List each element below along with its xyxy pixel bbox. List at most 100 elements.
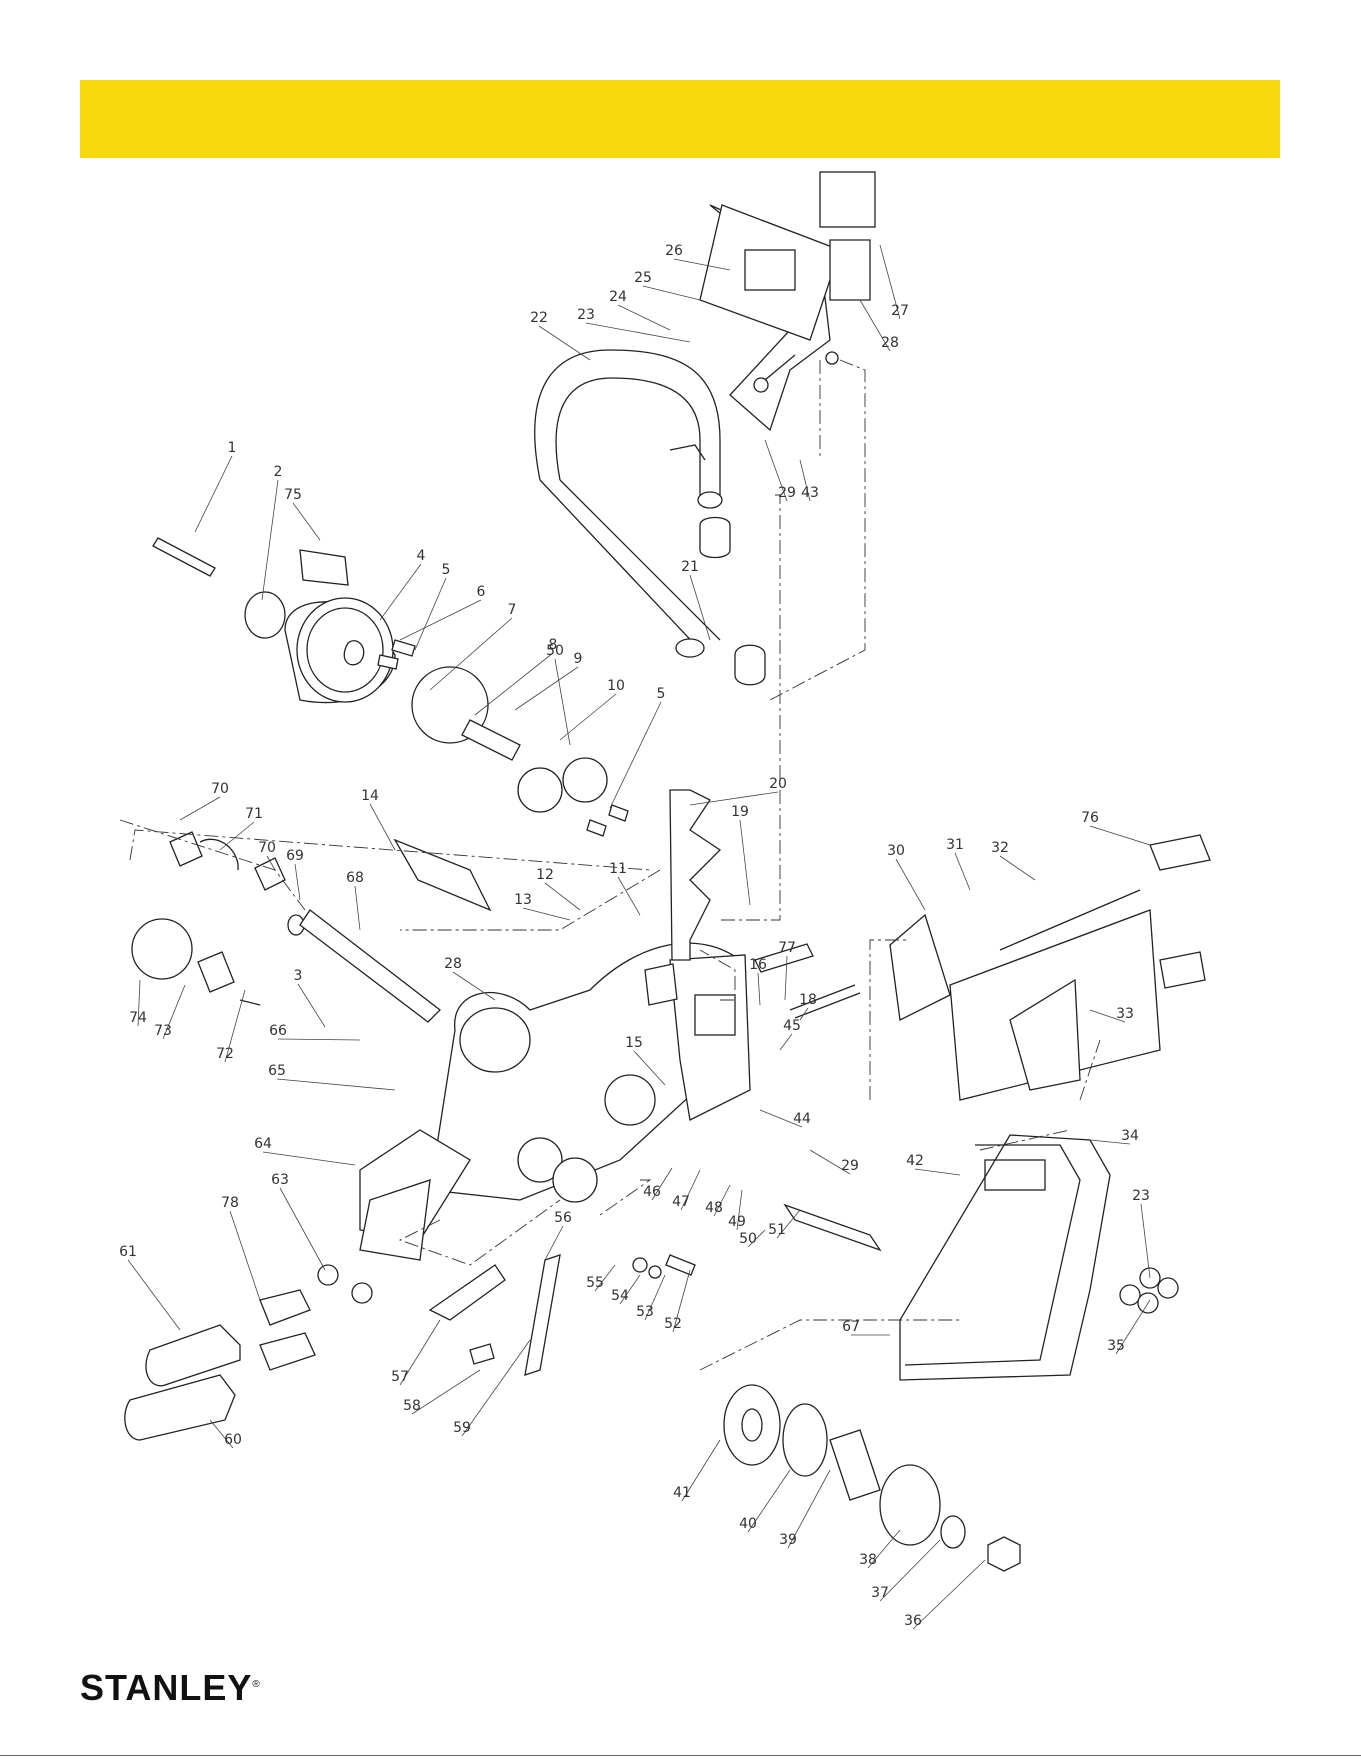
part-number-label: 28 (881, 335, 899, 351)
part-number-label: 12 (536, 867, 554, 883)
part-number-label: 42 (906, 1153, 924, 1169)
part-number-label: 65 (268, 1063, 286, 1079)
part-number-label: 66 (269, 1023, 287, 1039)
part-number-label: 58 (403, 1398, 421, 1414)
part-number-label: 77 (778, 940, 796, 956)
part-number-label: 49 (728, 1214, 746, 1230)
part-number-label: 67 (842, 1319, 860, 1335)
callout-leader-line (780, 1034, 792, 1050)
callout-leader-line (896, 859, 925, 910)
side-cover (900, 1135, 1178, 1380)
bottom-rule (0, 1755, 1361, 1756)
part-number-label: 53 (636, 1304, 654, 1320)
callout-leader-line (220, 822, 254, 850)
part-number-label: 13 (514, 892, 532, 908)
callout-leader-line (1090, 826, 1150, 845)
part-number-label: 9 (574, 651, 583, 667)
callout-leader-line (280, 1188, 325, 1270)
callout-leader-line (586, 323, 690, 342)
callout-leader-line (180, 797, 220, 820)
part-number-label: 10 (607, 678, 625, 694)
callout-leader-line (1141, 1204, 1150, 1278)
callout-leader-line (758, 973, 760, 1005)
part-number-label: 23 (577, 307, 595, 323)
callout-leader-line (955, 853, 970, 890)
part-number-label: 20 (769, 776, 787, 792)
callout-leader-line (523, 908, 570, 920)
callout-leader-line (262, 480, 278, 600)
callout-leader-line (412, 1370, 480, 1414)
part-number-label: 61 (119, 1244, 137, 1260)
part-number-label: 76 (1081, 810, 1099, 826)
callout-leader-line (293, 503, 320, 540)
callout-leader-line (545, 883, 580, 910)
part-number-label: 7 (508, 602, 517, 618)
part-number-label: 3 (294, 968, 303, 984)
rear-guard-assembly (700, 172, 875, 430)
callout-leader-line (370, 804, 395, 850)
part-number-label: 63 (271, 1172, 289, 1188)
callout-leader-line (263, 1152, 355, 1165)
part-number-label: 14 (361, 788, 379, 804)
chain-assembly (670, 790, 1210, 1100)
part-number-label: 44 (793, 1111, 811, 1127)
part-number-label: 57 (391, 1369, 409, 1385)
part-number-label: 39 (779, 1532, 797, 1548)
part-number-label: 19 (731, 804, 749, 820)
part-number-label: 27 (891, 303, 909, 319)
callout-leader-line (277, 1079, 395, 1090)
callout-leader-line (278, 1039, 360, 1040)
callout-leader-line (618, 305, 670, 330)
part-number-label: 45 (783, 1018, 801, 1034)
callout-leader-line (430, 618, 512, 690)
part-number-label: 69 (286, 848, 304, 864)
part-number-label: 40 (739, 1516, 757, 1532)
part-number-label: 75 (284, 487, 302, 503)
part-number-label: 34 (1121, 1128, 1139, 1144)
part-number-label: 50 (739, 1231, 757, 1247)
part-number-label: 30 (887, 843, 905, 859)
callout-leader-line (555, 659, 570, 745)
part-number-label: 1 (228, 440, 237, 456)
part-number-label: 59 (453, 1420, 471, 1436)
part-number-label: 47 (672, 1194, 690, 1210)
part-number-label: 35 (1107, 1338, 1125, 1354)
part-number-label: 22 (530, 310, 548, 326)
part-number-label: 70 (211, 781, 229, 797)
part-number-label: 50 (546, 643, 564, 659)
part-number-label: 16 (749, 957, 767, 973)
callout-leader-line (913, 1560, 985, 1629)
part-number-label: 21 (681, 559, 699, 575)
part-number-label: 73 (154, 1023, 172, 1039)
part-number-label: 54 (611, 1288, 629, 1304)
part-number-label: 4 (417, 548, 426, 564)
callout-leader-line (618, 877, 640, 915)
part-number-label: 2 (274, 464, 283, 480)
logo-text: STANLEY (80, 1667, 252, 1708)
part-number-label: 56 (554, 1210, 572, 1226)
part-number-label: 31 (946, 837, 964, 853)
part-number-label: 43 (801, 485, 819, 501)
part-number-label: 5 (657, 686, 666, 702)
sprocket-assembly (724, 1385, 1020, 1571)
part-number-label: 37 (871, 1585, 889, 1601)
part-number-label: 46 (643, 1184, 661, 1200)
part-number-label: 24 (609, 289, 627, 305)
callout-leader-line (380, 564, 421, 620)
callout-leader-line (880, 1540, 940, 1601)
part-number-label: 51 (768, 1222, 786, 1238)
part-number-label: 5 (442, 562, 451, 578)
callout-leader-line (915, 1169, 960, 1175)
part-number-label: 41 (673, 1485, 691, 1501)
part-number-label: 70 (258, 840, 276, 856)
part-number-label: 68 (346, 870, 364, 886)
callout-leader-line (740, 820, 750, 905)
callout-leader-line (610, 702, 661, 808)
part-number-label: 32 (991, 840, 1009, 856)
part-number-label: 52 (664, 1316, 682, 1332)
callout-leader-line (295, 864, 300, 900)
callout-leader-line (515, 667, 578, 710)
callout-leader-line (690, 575, 710, 640)
callout-leader-line (298, 984, 325, 1027)
